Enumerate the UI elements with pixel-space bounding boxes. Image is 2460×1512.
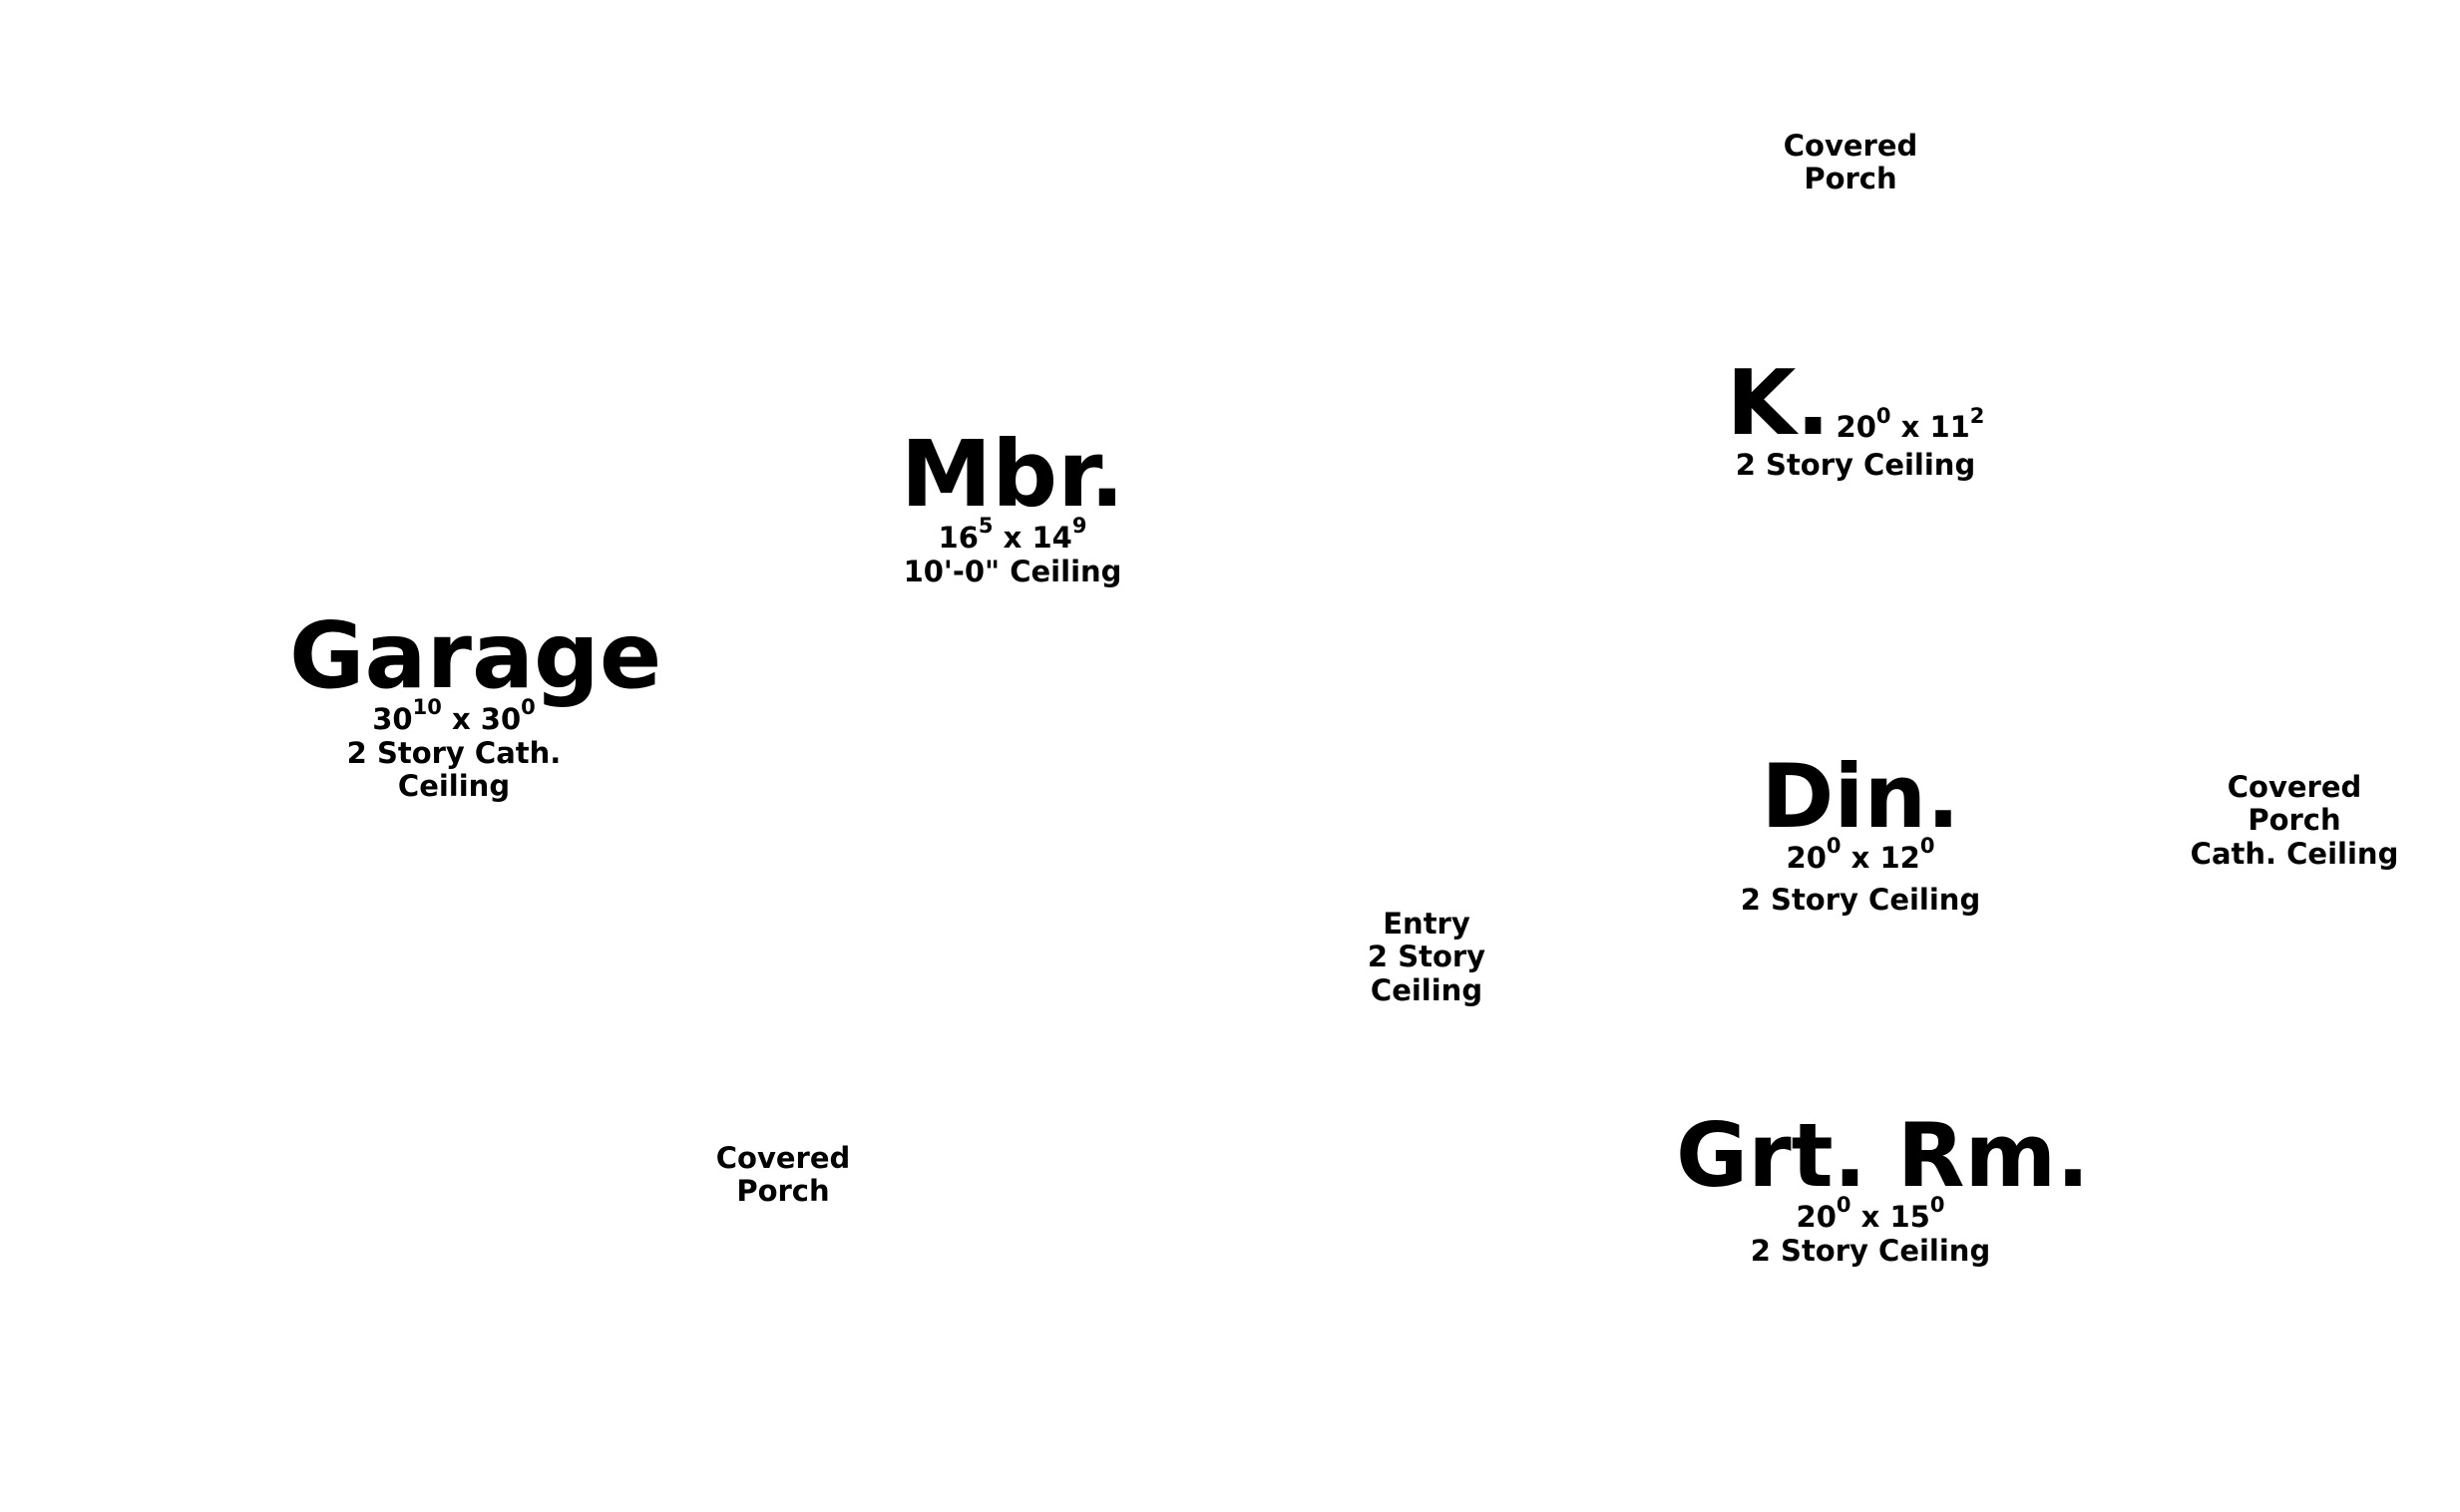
entry-line1: Entry (1383, 907, 1470, 941)
covered-porch-bottom-label: Covered Porch (668, 1141, 898, 1209)
covered-porch-right-label: Covered Porch Cath. Ceiling (2175, 770, 2414, 871)
porch-top-line2: Porch (1804, 162, 1897, 196)
great-room-dim-b: 15 (1889, 1200, 1930, 1234)
porch-right-line3: Cath. Ceiling (2190, 836, 2399, 871)
mbr-dim-x: x (1003, 521, 1023, 555)
dining-dim-a-sup: 0 (1826, 834, 1842, 859)
garage-ceiling-line1: 2 Story Cath. (346, 735, 562, 770)
mbr-ceiling: 10'-0" Ceiling (903, 554, 1122, 588)
mbr-dim-b: 14 (1031, 521, 1072, 555)
covered-porch-top-label: Covered Porch (1736, 129, 1965, 196)
dining-dim-a: 20 (1786, 841, 1827, 875)
dining-ceiling: 2 Story Ceiling (1740, 882, 1981, 917)
garage-ceiling-line2: Ceiling (397, 769, 511, 804)
mbr-dim-b-sup: 9 (1071, 514, 1087, 539)
mbr-dim-a-sup: 5 (978, 514, 994, 539)
kitchen-label: K.200 x 112 2 Story Ceiling (1716, 359, 1995, 482)
dining-dim-x: x (1850, 841, 1870, 875)
garage-label: Garage 3010 x 300 2 Story Cath. Ceiling (289, 602, 662, 804)
garage-name: Garage (289, 602, 662, 709)
kitchen-dim-a-sup: 0 (1875, 403, 1891, 428)
mbr-dim-a: 16 (938, 521, 979, 555)
kitchen-dimensions: 200 x 112 (1836, 405, 1985, 445)
garage-dimensions: 3010 x 300 (289, 697, 618, 737)
garage-dim-b-sup: 0 (521, 695, 536, 720)
dining-label: Din. 200 x 120 2 Story Ceiling (1716, 753, 2005, 917)
porch-bottom-line2: Porch (736, 1174, 830, 1209)
mbr-name: Mbr. (900, 421, 1125, 528)
garage-dim-a-sup: 10 (412, 695, 442, 720)
porch-top-line1: Covered (1783, 129, 1918, 163)
kitchen-dim-b-sup: 2 (1969, 403, 1985, 428)
great-room-dim-a-sup: 0 (1836, 1193, 1851, 1218)
kitchen-ceiling: 2 Story Ceiling (1735, 448, 1976, 482)
porch-right-line2: Porch (2248, 803, 2341, 838)
great-room-name: Grt. Rm. (1676, 1104, 2090, 1207)
kitchen-name: K. (1726, 351, 1831, 456)
garage-dim-a: 30 (372, 702, 413, 736)
great-room-label: Grt. Rm. 200 x 150 2 Story Ceiling (1676, 1104, 2090, 1268)
entry-label: Entry 2 Story Ceiling (1347, 907, 1506, 1007)
garage-dim-x: x (451, 702, 471, 736)
entry-line2: 2 Story (1367, 940, 1486, 974)
great-room-dimensions: 200 x 150 (1676, 1195, 2065, 1235)
master-bedroom-label: Mbr. 165 x 149 10'-0" Ceiling (878, 429, 1147, 588)
porch-bottom-line1: Covered (715, 1141, 851, 1175)
dining-dimensions: 200 x 120 (1716, 836, 2005, 876)
garage-dim-b: 30 (480, 702, 522, 736)
great-room-ceiling: 2 Story Ceiling (1750, 1233, 1991, 1268)
great-room-dim-b-sup: 0 (1929, 1193, 1945, 1218)
porch-right-line1: Covered (2227, 770, 2362, 804)
kitchen-dim-x: x (1900, 410, 1920, 445)
great-room-dim-a: 20 (1796, 1200, 1837, 1234)
dining-dim-b-sup: 0 (1919, 834, 1935, 859)
great-room-dim-x: x (1860, 1200, 1880, 1234)
dining-dim-b: 12 (1879, 841, 1920, 875)
kitchen-dim-a: 20 (1836, 410, 1876, 445)
entry-line3: Ceiling (1370, 972, 1483, 1007)
dining-name: Din. (1761, 745, 1960, 848)
kitchen-dim-b: 11 (1929, 410, 1970, 445)
mbr-dimensions: 165 x 149 (878, 516, 1147, 556)
